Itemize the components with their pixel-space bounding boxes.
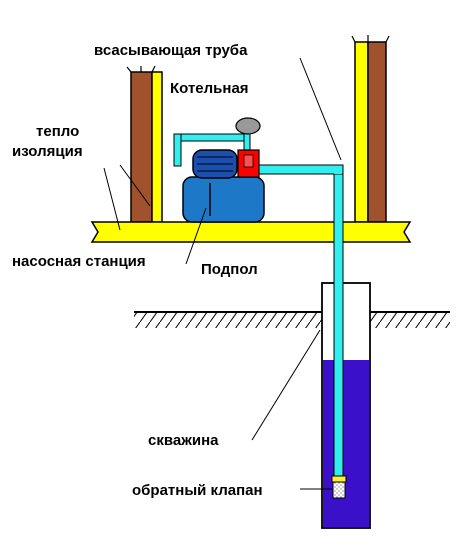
check-valve xyxy=(331,475,347,499)
left-wall-insulation xyxy=(151,71,163,223)
label-subfloor: Подпол xyxy=(201,261,258,278)
label-pump-station: насосная станция xyxy=(12,253,146,270)
well-water xyxy=(323,360,369,527)
label-suction-pipe: всасывающая труба xyxy=(94,42,248,59)
label-insulation-2: изоляция xyxy=(12,143,83,160)
right-wall xyxy=(351,35,390,223)
right-wall-insulation xyxy=(354,41,369,223)
label-check-valve: обратный клапан xyxy=(132,482,263,499)
pressure-gauge xyxy=(235,117,261,135)
pump-station xyxy=(173,117,265,223)
label-well: скважина xyxy=(148,432,219,449)
hydro-tank xyxy=(182,176,265,223)
floor-slab xyxy=(90,221,412,243)
right-wall-wood xyxy=(367,41,387,223)
label-boiler-room: Котельная xyxy=(170,80,249,97)
label-insulation-1: тепло xyxy=(36,123,79,140)
leader-lines xyxy=(103,57,342,490)
well-casing xyxy=(321,282,371,529)
left-wall-wood xyxy=(130,71,153,223)
ground xyxy=(134,311,450,328)
